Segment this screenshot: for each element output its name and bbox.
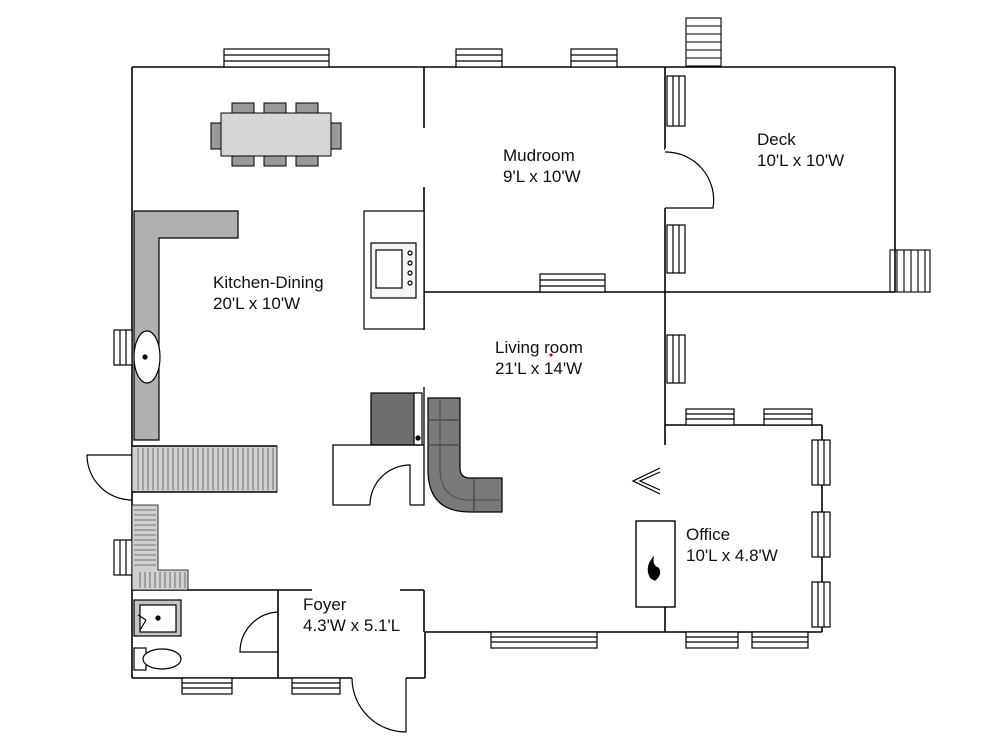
window (685, 631, 739, 649)
window (763, 408, 813, 426)
window (113, 539, 133, 576)
sink-icon (133, 330, 161, 384)
room-name: Kitchen-Dining (213, 273, 324, 292)
toilet (133, 647, 182, 671)
front-door (351, 676, 407, 733)
room-label-kitchen-dining: Kitchen-Dining 20'L x 10'W (213, 272, 324, 314)
room-size: 10'L x 10'W (757, 151, 845, 170)
window (490, 631, 598, 649)
deck-side-stairs (889, 249, 931, 293)
room-size: 20'L x 10'W (213, 294, 301, 313)
side-entry-door (86, 454, 133, 501)
interior-walls (132, 67, 895, 678)
bathroom-sink (133, 599, 182, 637)
deck-door (664, 148, 715, 209)
window (811, 581, 831, 628)
tv-unit (370, 392, 423, 446)
window (811, 511, 831, 558)
room-label-office: Office 10'L x 4.8'W (686, 524, 778, 566)
window (223, 48, 330, 68)
window (291, 677, 341, 695)
window (539, 273, 606, 293)
windows (113, 48, 831, 695)
window (685, 408, 735, 426)
window (570, 48, 618, 68)
lower-stair-treads (134, 509, 186, 588)
room-label-foyer: Foyer 4.3'W x 5.1'L (303, 594, 400, 636)
window (666, 334, 686, 384)
room-size: 4.3'W x 5.1'L (303, 616, 401, 635)
closet-wall (332, 387, 425, 506)
range-stove (363, 210, 425, 330)
deck-top-stairs (685, 17, 722, 67)
fireplace (635, 520, 676, 608)
window (455, 48, 503, 68)
kitchen-counter (133, 210, 239, 441)
window (811, 439, 831, 486)
room-size: 10'L x 4.8'W (686, 546, 778, 565)
sectional-sofa (427, 397, 503, 513)
window (113, 329, 133, 366)
closet-door (369, 464, 411, 506)
stair-treads (137, 448, 274, 490)
doors (86, 148, 715, 733)
room-name: Office (686, 525, 731, 544)
room-label-living-room: Living room 21'L x 14'W (495, 337, 583, 379)
window (751, 631, 809, 649)
room-name: Deck (757, 130, 796, 149)
room-name: Foyer (303, 595, 347, 614)
room-label-mudroom: Mudroom 9'L x 10'W (503, 145, 581, 187)
window (181, 677, 233, 695)
room-name: Mudroom (503, 146, 575, 165)
room-size: 9'L x 10'W (503, 167, 581, 186)
bath-door (239, 611, 279, 653)
flame-icon (647, 555, 661, 581)
staircase (131, 445, 278, 493)
center-marker (549, 353, 553, 357)
dining-table (210, 102, 342, 167)
lower-staircase (131, 504, 189, 591)
room-label-deck: Deck 10'L x 10'W (757, 129, 844, 171)
room-size: 21'L x 14'W (495, 359, 583, 378)
opening-chevron-icon (631, 467, 661, 495)
window (666, 224, 686, 274)
room-name: Living room (495, 338, 583, 357)
window (666, 75, 686, 127)
